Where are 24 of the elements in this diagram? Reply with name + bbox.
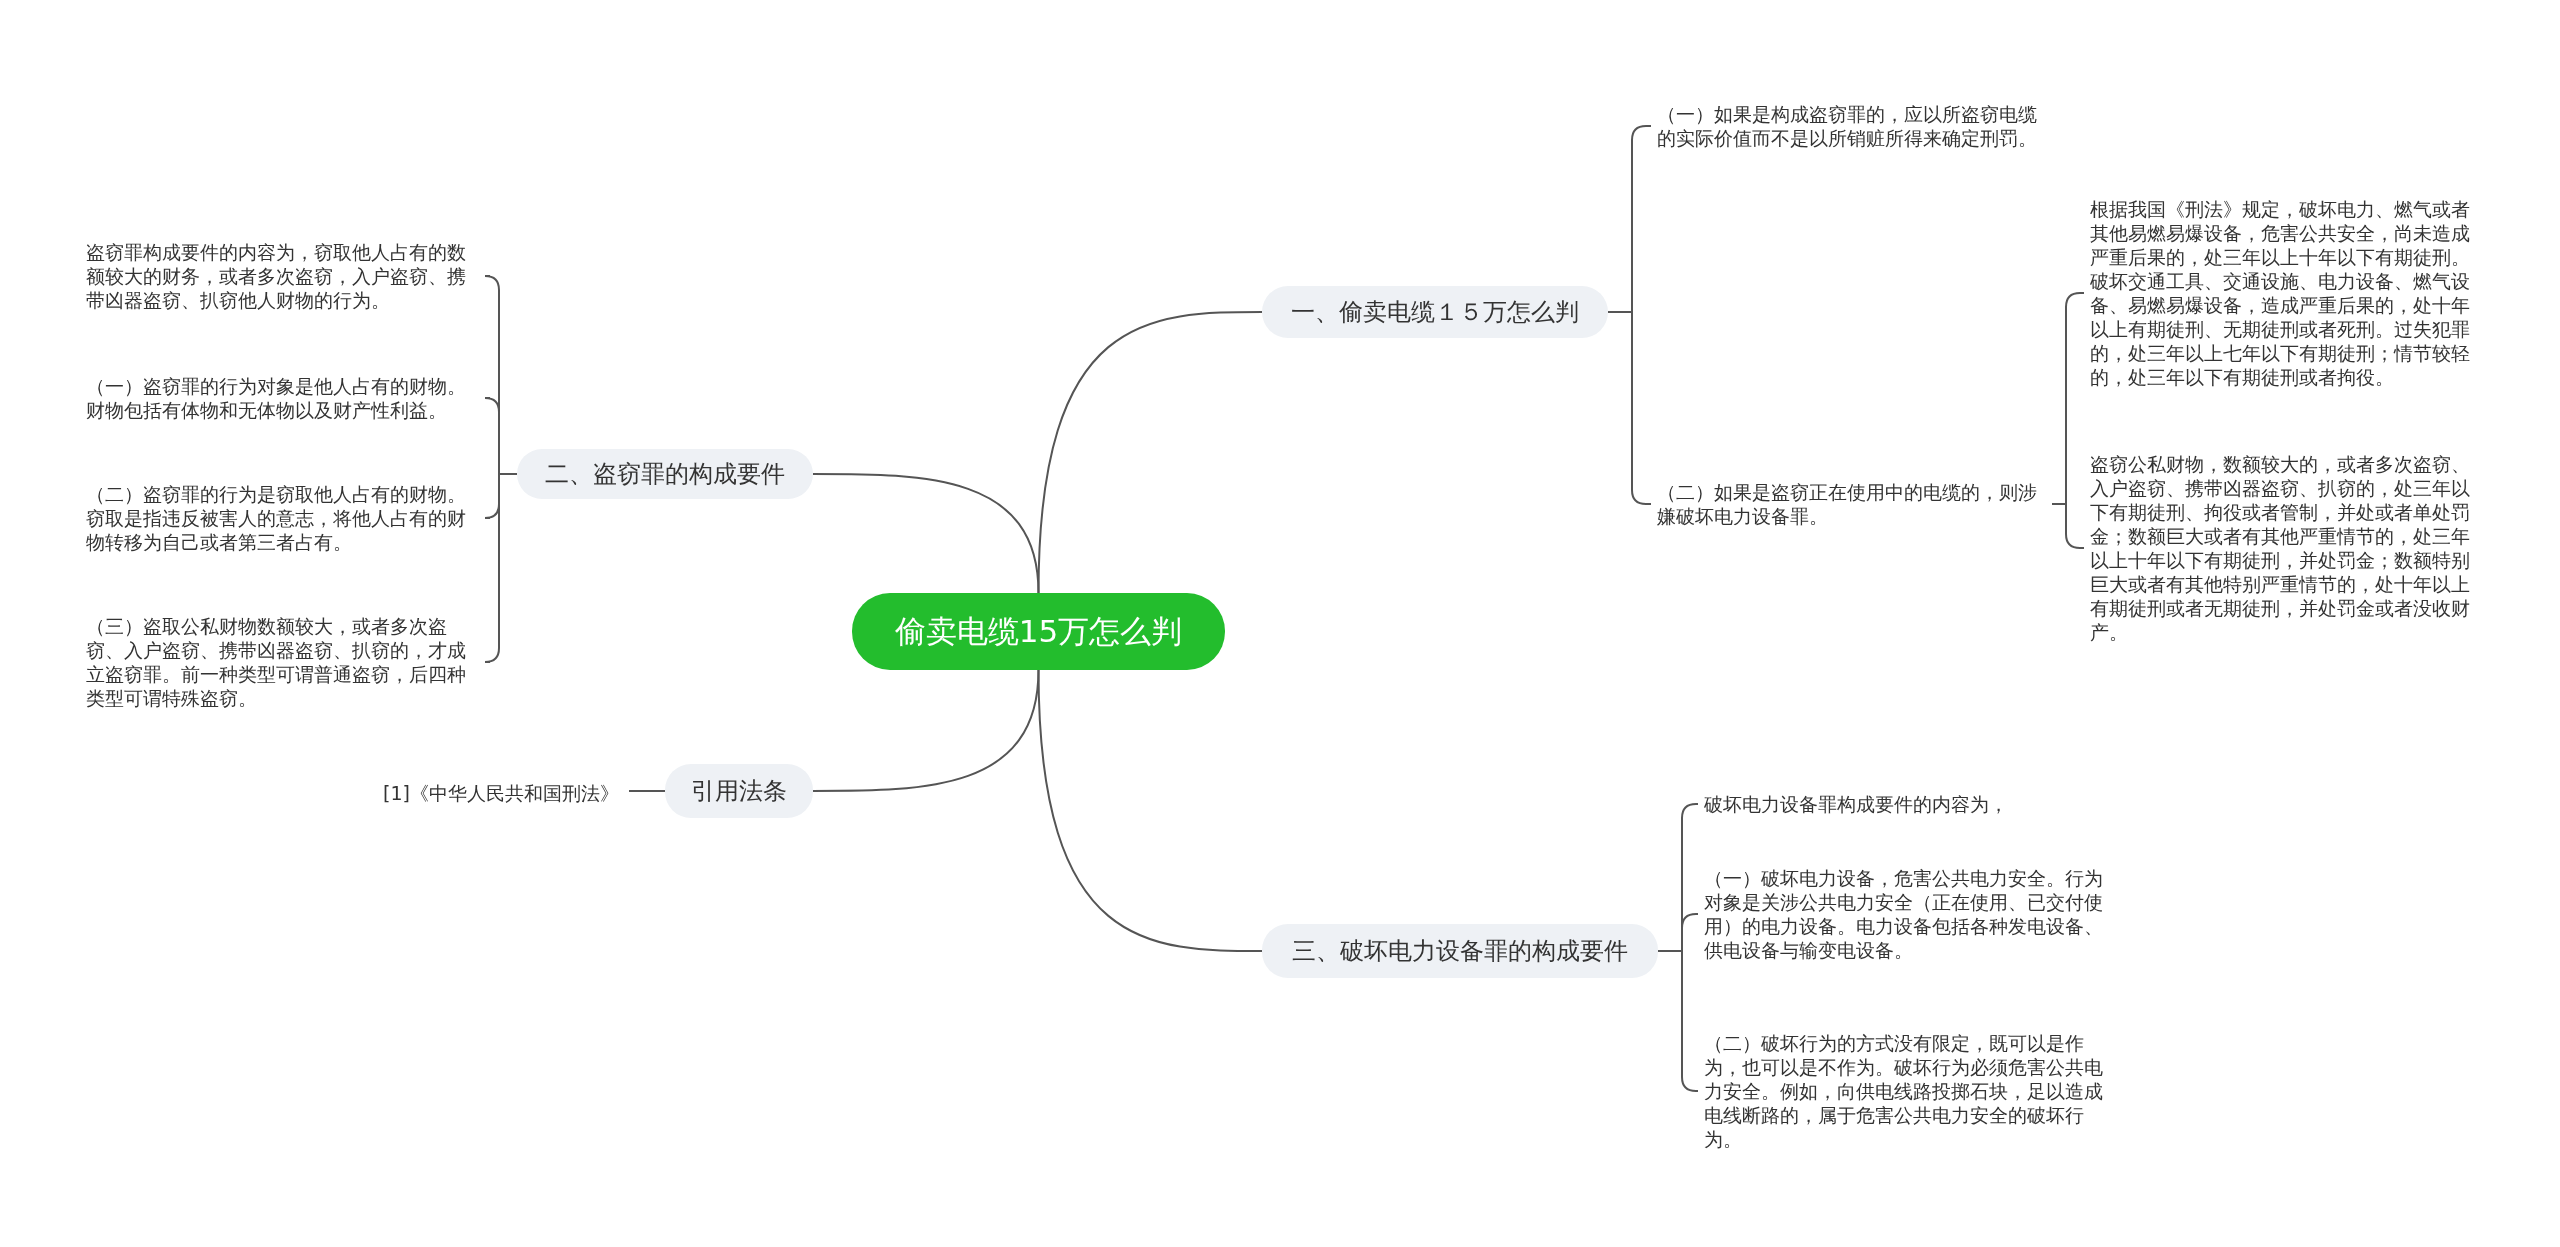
branch-topic: 引用法条: [665, 764, 813, 818]
note-text: 破坏电力设备罪构成要件的内容为，: [1704, 792, 2104, 816]
connector: [812, 473, 1040, 594]
note-text: （一）如果是构成盗窃罪的，应以所盗窃电缆的实际价值而不是以所销赃所得来确定刑罚。: [1657, 102, 2052, 150]
branch-topic: 二、盗窃罪的构成要件: [517, 449, 813, 499]
connector: [1037, 311, 1263, 594]
note-text: （一）盗窃罪的行为对象是他人占有的财物。财物包括有体物和无体物以及财产性利益。: [86, 374, 484, 422]
note-text: 根据我国《刑法》规定，破坏电力、燃气或者其他易燃易爆设备，危害公共安全，尚未造成严重后果的，处三年以上十年以下有期徒刑。破坏交通工具、交通设施、电力设备、燃气设备、易燃易爆设备，造成严重后果的，处十年以上有期徒刑、无期徒刑或者死刑。过失犯罪的，处三年以上七年以下有期徒刑；情节较轻的，处三年以下有期徒刑或者拘役。: [2090, 197, 2488, 389]
connector: [812, 669, 1040, 792]
note-text: [1]《中华人民共和国刑法》: [383, 781, 619, 805]
note-text: （二）如果是盗窃正在使用中的电缆的，则涉嫌破坏电力设备罪。: [1657, 480, 2052, 528]
note-text: 盗窃罪构成要件的内容为，窃取他人占有的数额较大的财务，或者多次盗窃，入户盗窃、携带凶器盗窃、扒窃他人财物的行为。: [86, 240, 484, 312]
connector: [1037, 669, 1263, 952]
connector: [1657, 950, 1699, 1092]
note-text: （二）盗窃罪的行为是窃取他人占有的财物。窃取是指违反被害人的意志，将他人占有的财物转移为自己或者第三者占有。: [86, 482, 484, 554]
central-topic: 偷卖电缆15万怎么判: [852, 593, 1225, 670]
note-text: （二）破坏行为的方式没有限定，既可以是作为，也可以是不作为。破坏行为必须危害公共电力安全。例如，向供电线路投掷石块，足以造成电线断路的，属于危害公共电力安全的破坏行为。: [1704, 1031, 2104, 1151]
branch-topic: 一、偷卖电缆１５万怎么判: [1262, 286, 1608, 338]
connector: [628, 790, 666, 792]
branch-topic: 三、破坏电力设备罪的构成要件: [1262, 924, 1658, 978]
note-text: （三）盗取公私财物数额较大，或者多次盗窃、入户盗窃、携带凶器盗窃、扒窃的，才成立盗窃罪。前一种类型可谓普通盗窃，后四种类型可谓特殊盗窃。: [86, 614, 484, 710]
note-text: （一）破坏电力设备，危害公共电力安全。行为对象是关涉公共电力安全（正在使用、已交付使用）的电力设备。电力设备包括各种发电设备、供电设备与输变电设备。: [1704, 866, 2104, 962]
note-text: 盗窃公私财物，数额较大的，或者多次盗窃、入户盗窃、携带凶器盗窃、扒窃的，处三年以下有期徒刑、拘役或者管制，并处或者单处罚金；数额巨大或者有其他严重情节的，处三年以上十年以下有期徒刑，并处罚金；数额特别巨大或者有其他特别严重情节的，处十年以上有期徒刑或者无期徒刑，并处罚金或者没收财产。: [2090, 452, 2488, 644]
connector: [484, 473, 518, 663]
